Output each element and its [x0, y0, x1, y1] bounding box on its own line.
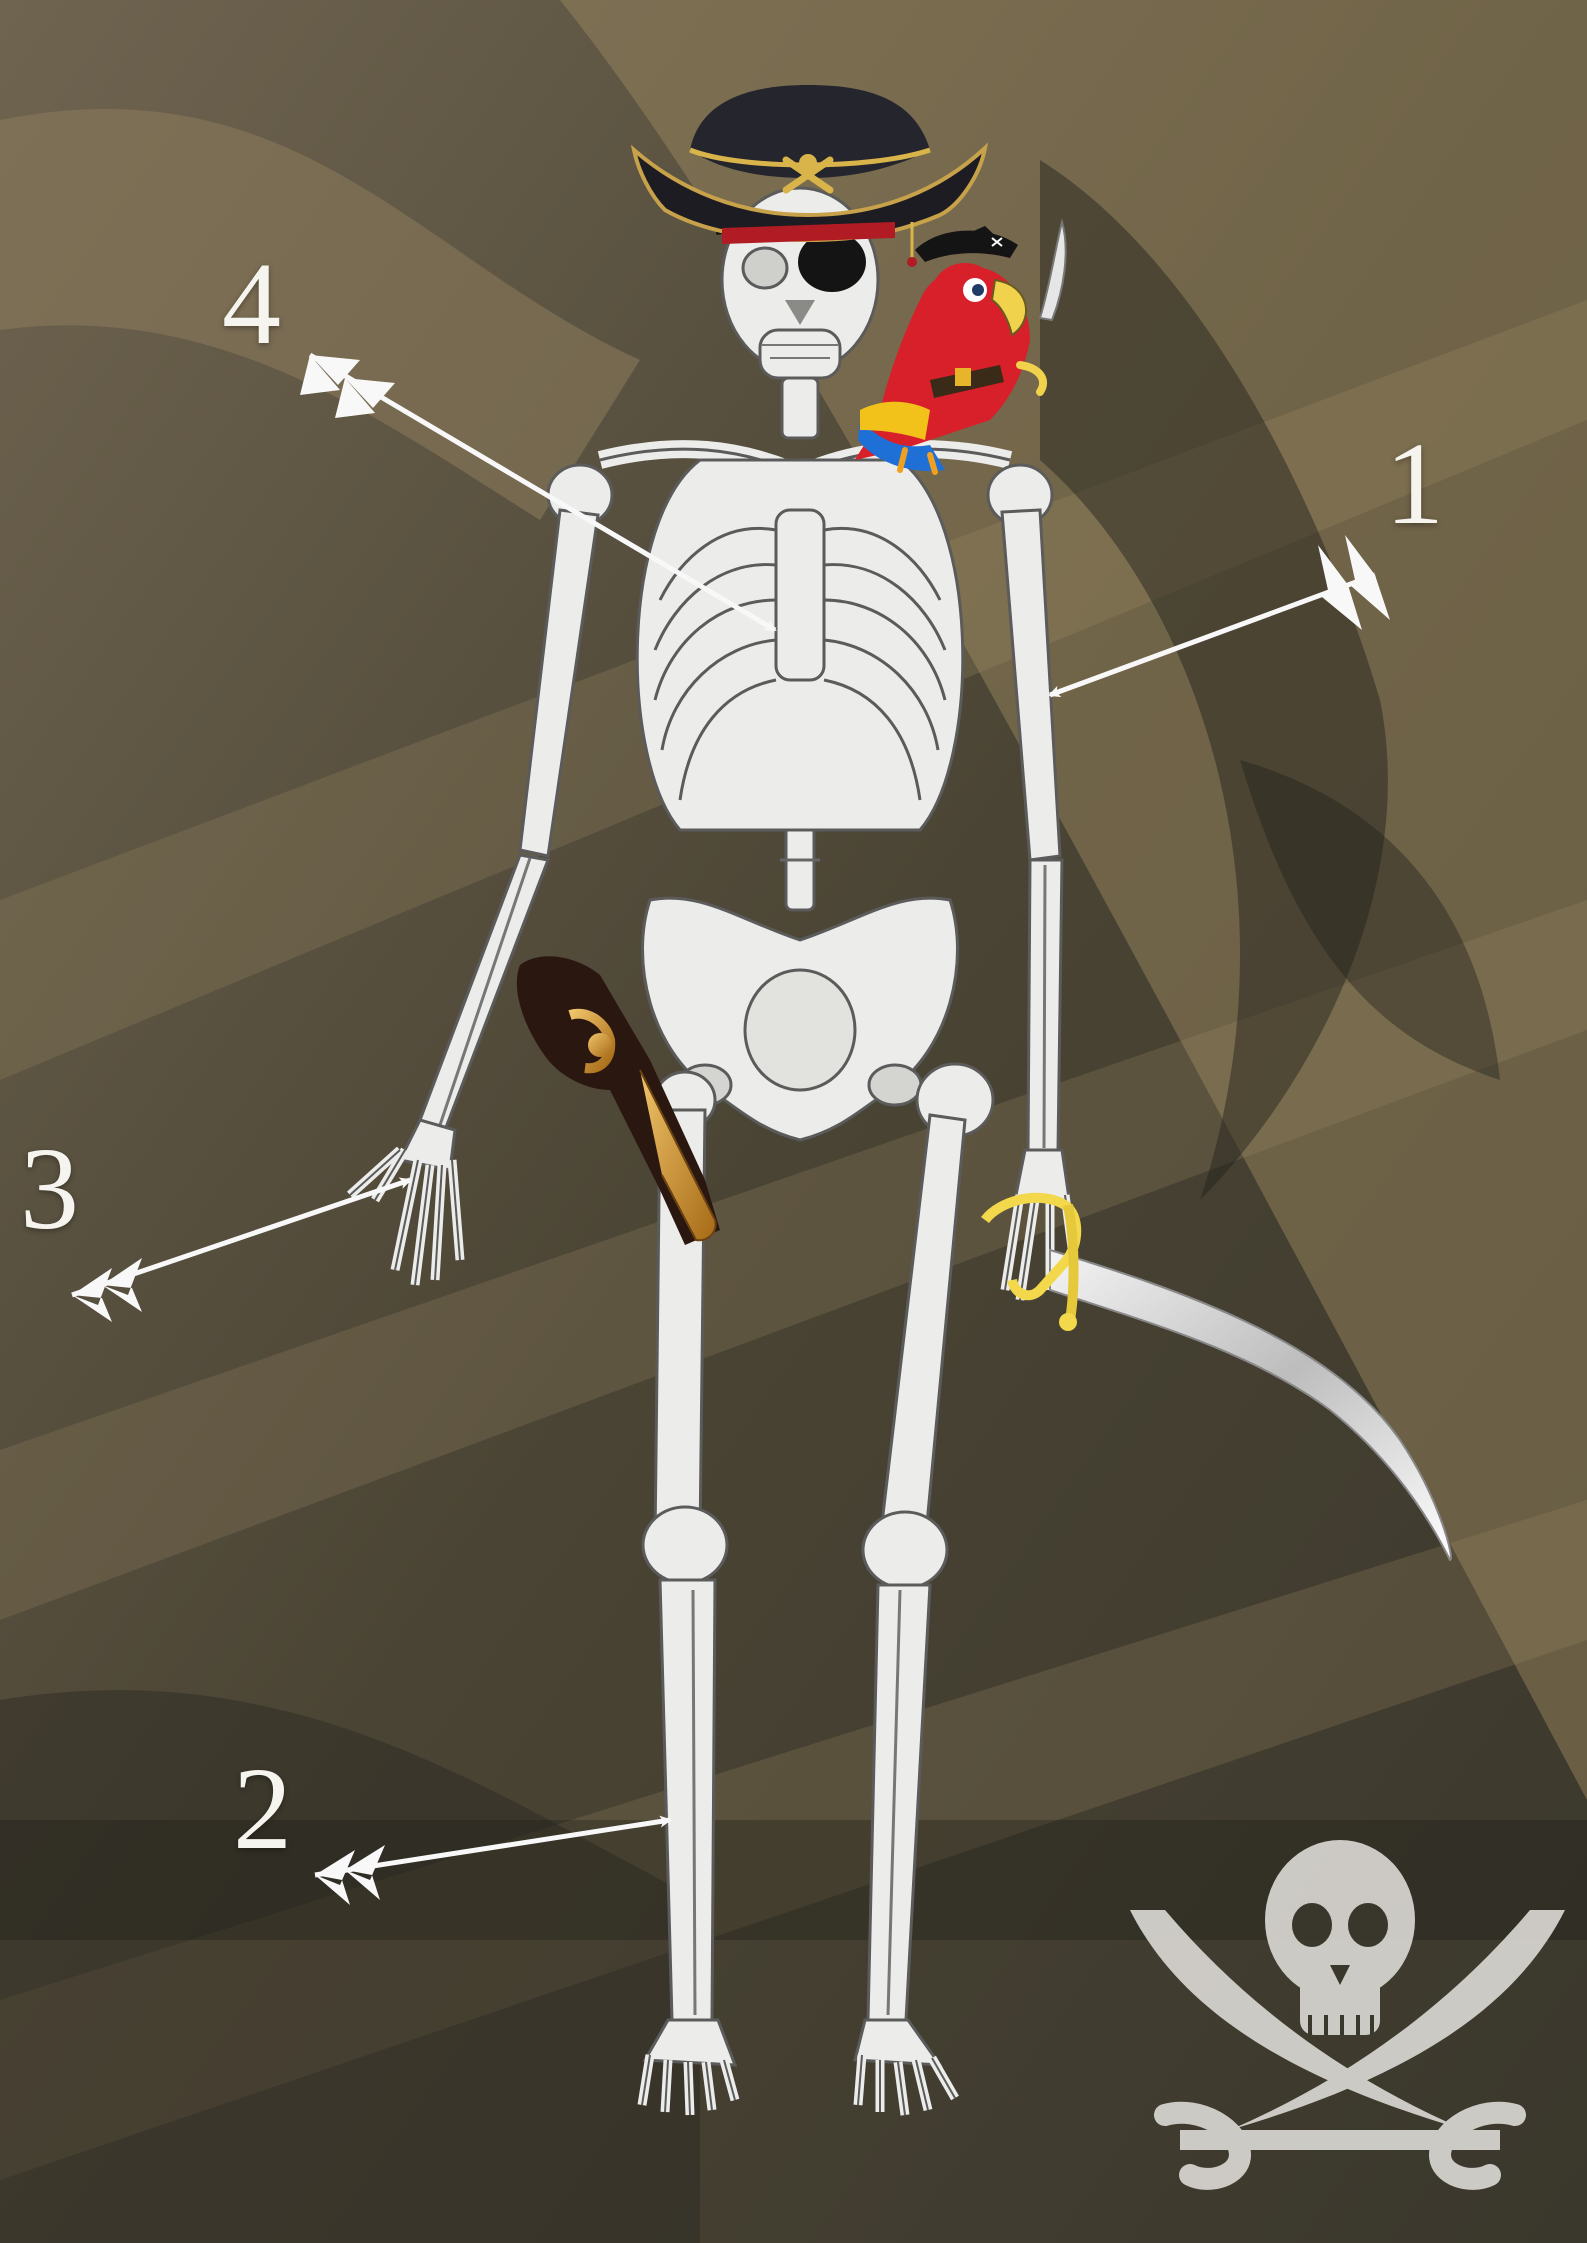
label-1: 1: [1385, 425, 1444, 543]
ribcage: [637, 460, 963, 830]
label-2: 2: [233, 1750, 292, 1868]
label-3: 3: [20, 1130, 79, 1248]
label-4: 4: [222, 245, 281, 363]
